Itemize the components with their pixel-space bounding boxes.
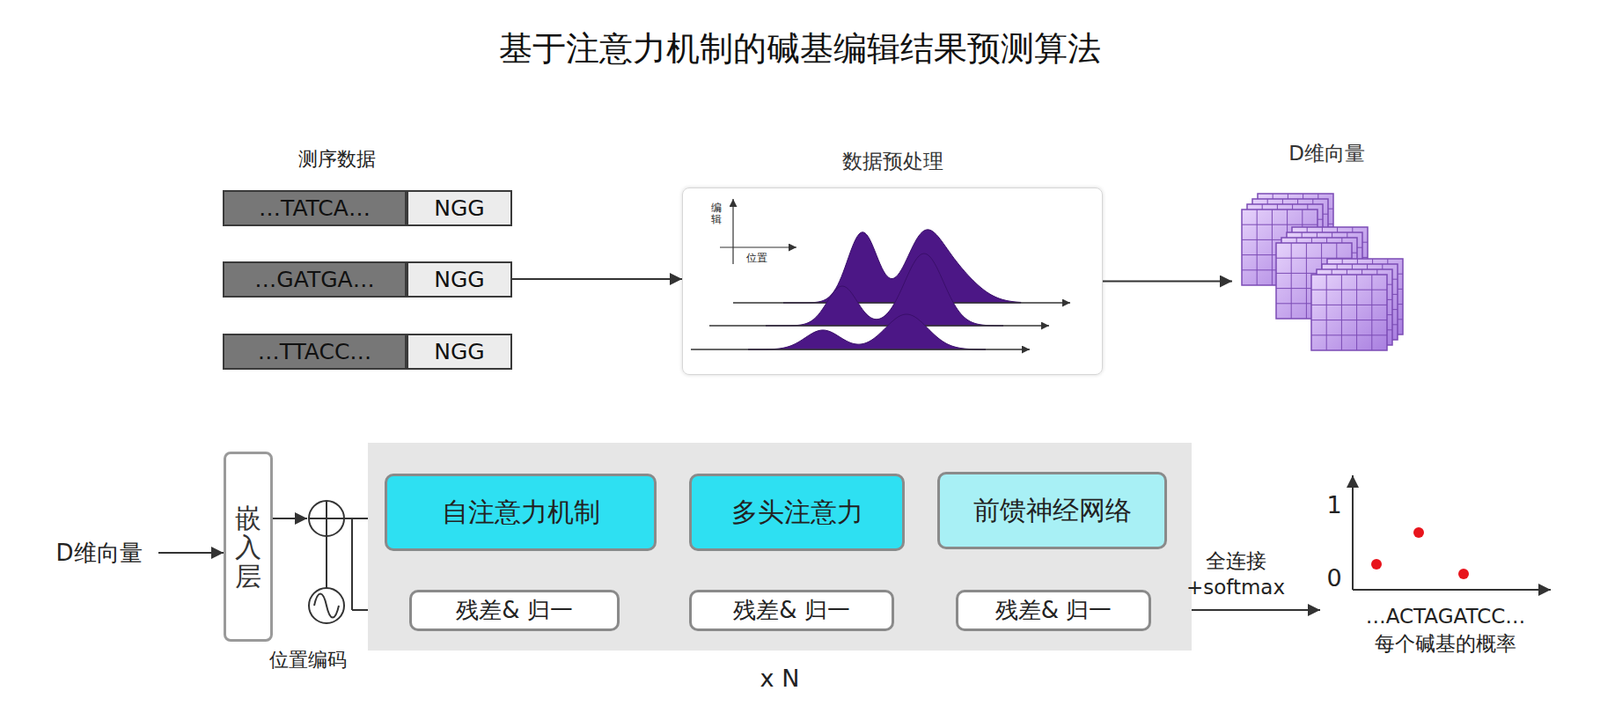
node-text: NGG	[433, 266, 485, 293]
grid-line	[1341, 274, 1343, 351]
node-text: …TATCA…	[258, 195, 371, 221]
process-box: 多头注意力	[689, 473, 905, 551]
node-text: D维向量	[55, 537, 142, 569]
node-text: NGG	[433, 195, 485, 221]
axis-line	[709, 324, 1050, 326]
residual-box: 残差& 归一	[955, 589, 1152, 632]
edge-label: 全连接 +softmax	[1181, 548, 1291, 602]
axis-line	[719, 246, 797, 248]
node-text: 多头注意力	[731, 494, 864, 531]
connector	[158, 551, 224, 554]
sine-symbol	[308, 587, 345, 624]
data-point	[1458, 568, 1469, 580]
data-point	[1371, 558, 1382, 570]
grid-line	[1326, 274, 1328, 351]
sine-symbol	[314, 594, 339, 618]
node-text: 残差& 归一	[733, 594, 851, 626]
grid-line	[1271, 209, 1273, 286]
vector-grids	[1241, 193, 1403, 351]
density-ridge	[748, 314, 986, 350]
grid-line	[1311, 319, 1388, 321]
flow-line	[325, 535, 328, 588]
vector-grid	[1311, 274, 1388, 351]
input-label: D维向量	[39, 532, 159, 574]
ridgeline-plot	[690, 229, 1071, 350]
preprocess-panel: 数据预处理	[682, 187, 1103, 375]
process-box: 自注意力机制	[384, 473, 657, 551]
flow-line	[344, 517, 353, 520]
residual-box: 残差& 归一	[689, 589, 895, 632]
sequence-box: …TTACC…	[222, 333, 407, 370]
label: 位置编码	[259, 646, 357, 674]
connector	[1102, 280, 1233, 283]
vector-block: D维向量	[1232, 180, 1422, 366]
add-symbol	[308, 500, 345, 536]
node-text: NGG	[433, 338, 485, 365]
pam-box: NGG	[406, 333, 513, 370]
sequence-box: …GATGA…	[222, 261, 407, 298]
node-text: 自注意力机制	[441, 494, 601, 531]
node-text: 嵌入层	[234, 503, 262, 591]
density-ridge	[765, 253, 1004, 326]
grid-line	[1256, 209, 1258, 286]
node-text: 前馈神经网络	[973, 492, 1132, 529]
node-text: …GATGA…	[254, 266, 375, 293]
data-point	[1413, 527, 1424, 538]
node-text: x N	[367, 664, 1192, 692]
label: 位置	[739, 250, 775, 266]
node-text: 残差& 归一	[455, 594, 573, 626]
label: 测序数据	[284, 146, 390, 173]
label: 编辑	[711, 202, 722, 226]
node-text: 残差& 归一	[995, 594, 1113, 626]
title: 基于注意力机制的碱基编辑结果预测算法	[0, 26, 1600, 72]
axis-line	[732, 198, 734, 265]
process-box: 前馈神经网络	[937, 471, 1167, 550]
label: 0	[1322, 564, 1346, 592]
pam-box: NGG	[406, 190, 513, 227]
add-symbol	[325, 500, 328, 536]
connector	[512, 278, 683, 280]
node-text: 每个碱基的概率	[1374, 630, 1517, 658]
encoder-band: x N自注意力机制多头注意力前馈神经网络残差& 归一残差& 归一残差& 归一	[367, 442, 1192, 651]
residual-box: 残差& 归一	[409, 589, 620, 632]
flow-line	[351, 518, 353, 610]
grid-line	[1311, 304, 1388, 306]
pam-box: NGG	[406, 261, 513, 298]
sequence-box: …TATCA…	[222, 190, 407, 227]
grid-line	[1241, 224, 1318, 226]
grid-line	[1311, 289, 1388, 291]
node-text: …ACTAGATCC…	[1365, 602, 1527, 631]
probability-chart: …ACTAGATCC…每个碱基的概率	[1320, 470, 1571, 658]
axis-line	[1351, 475, 1354, 590]
grid-line	[1311, 334, 1388, 336]
grid-line	[1306, 242, 1307, 319]
node-text: 数据预处理	[647, 147, 1138, 176]
grid-line	[1371, 274, 1373, 351]
node-text: D维向量	[1196, 139, 1457, 168]
label: 1	[1322, 491, 1346, 519]
grid-line	[1356, 274, 1358, 351]
axis-line	[690, 348, 1030, 350]
flow-line	[272, 517, 308, 520]
node-text: …TTACC…	[257, 338, 373, 365]
axis-line	[1352, 588, 1551, 591]
grid-line	[1291, 242, 1292, 319]
embedding-box: 嵌入层	[223, 451, 273, 642]
